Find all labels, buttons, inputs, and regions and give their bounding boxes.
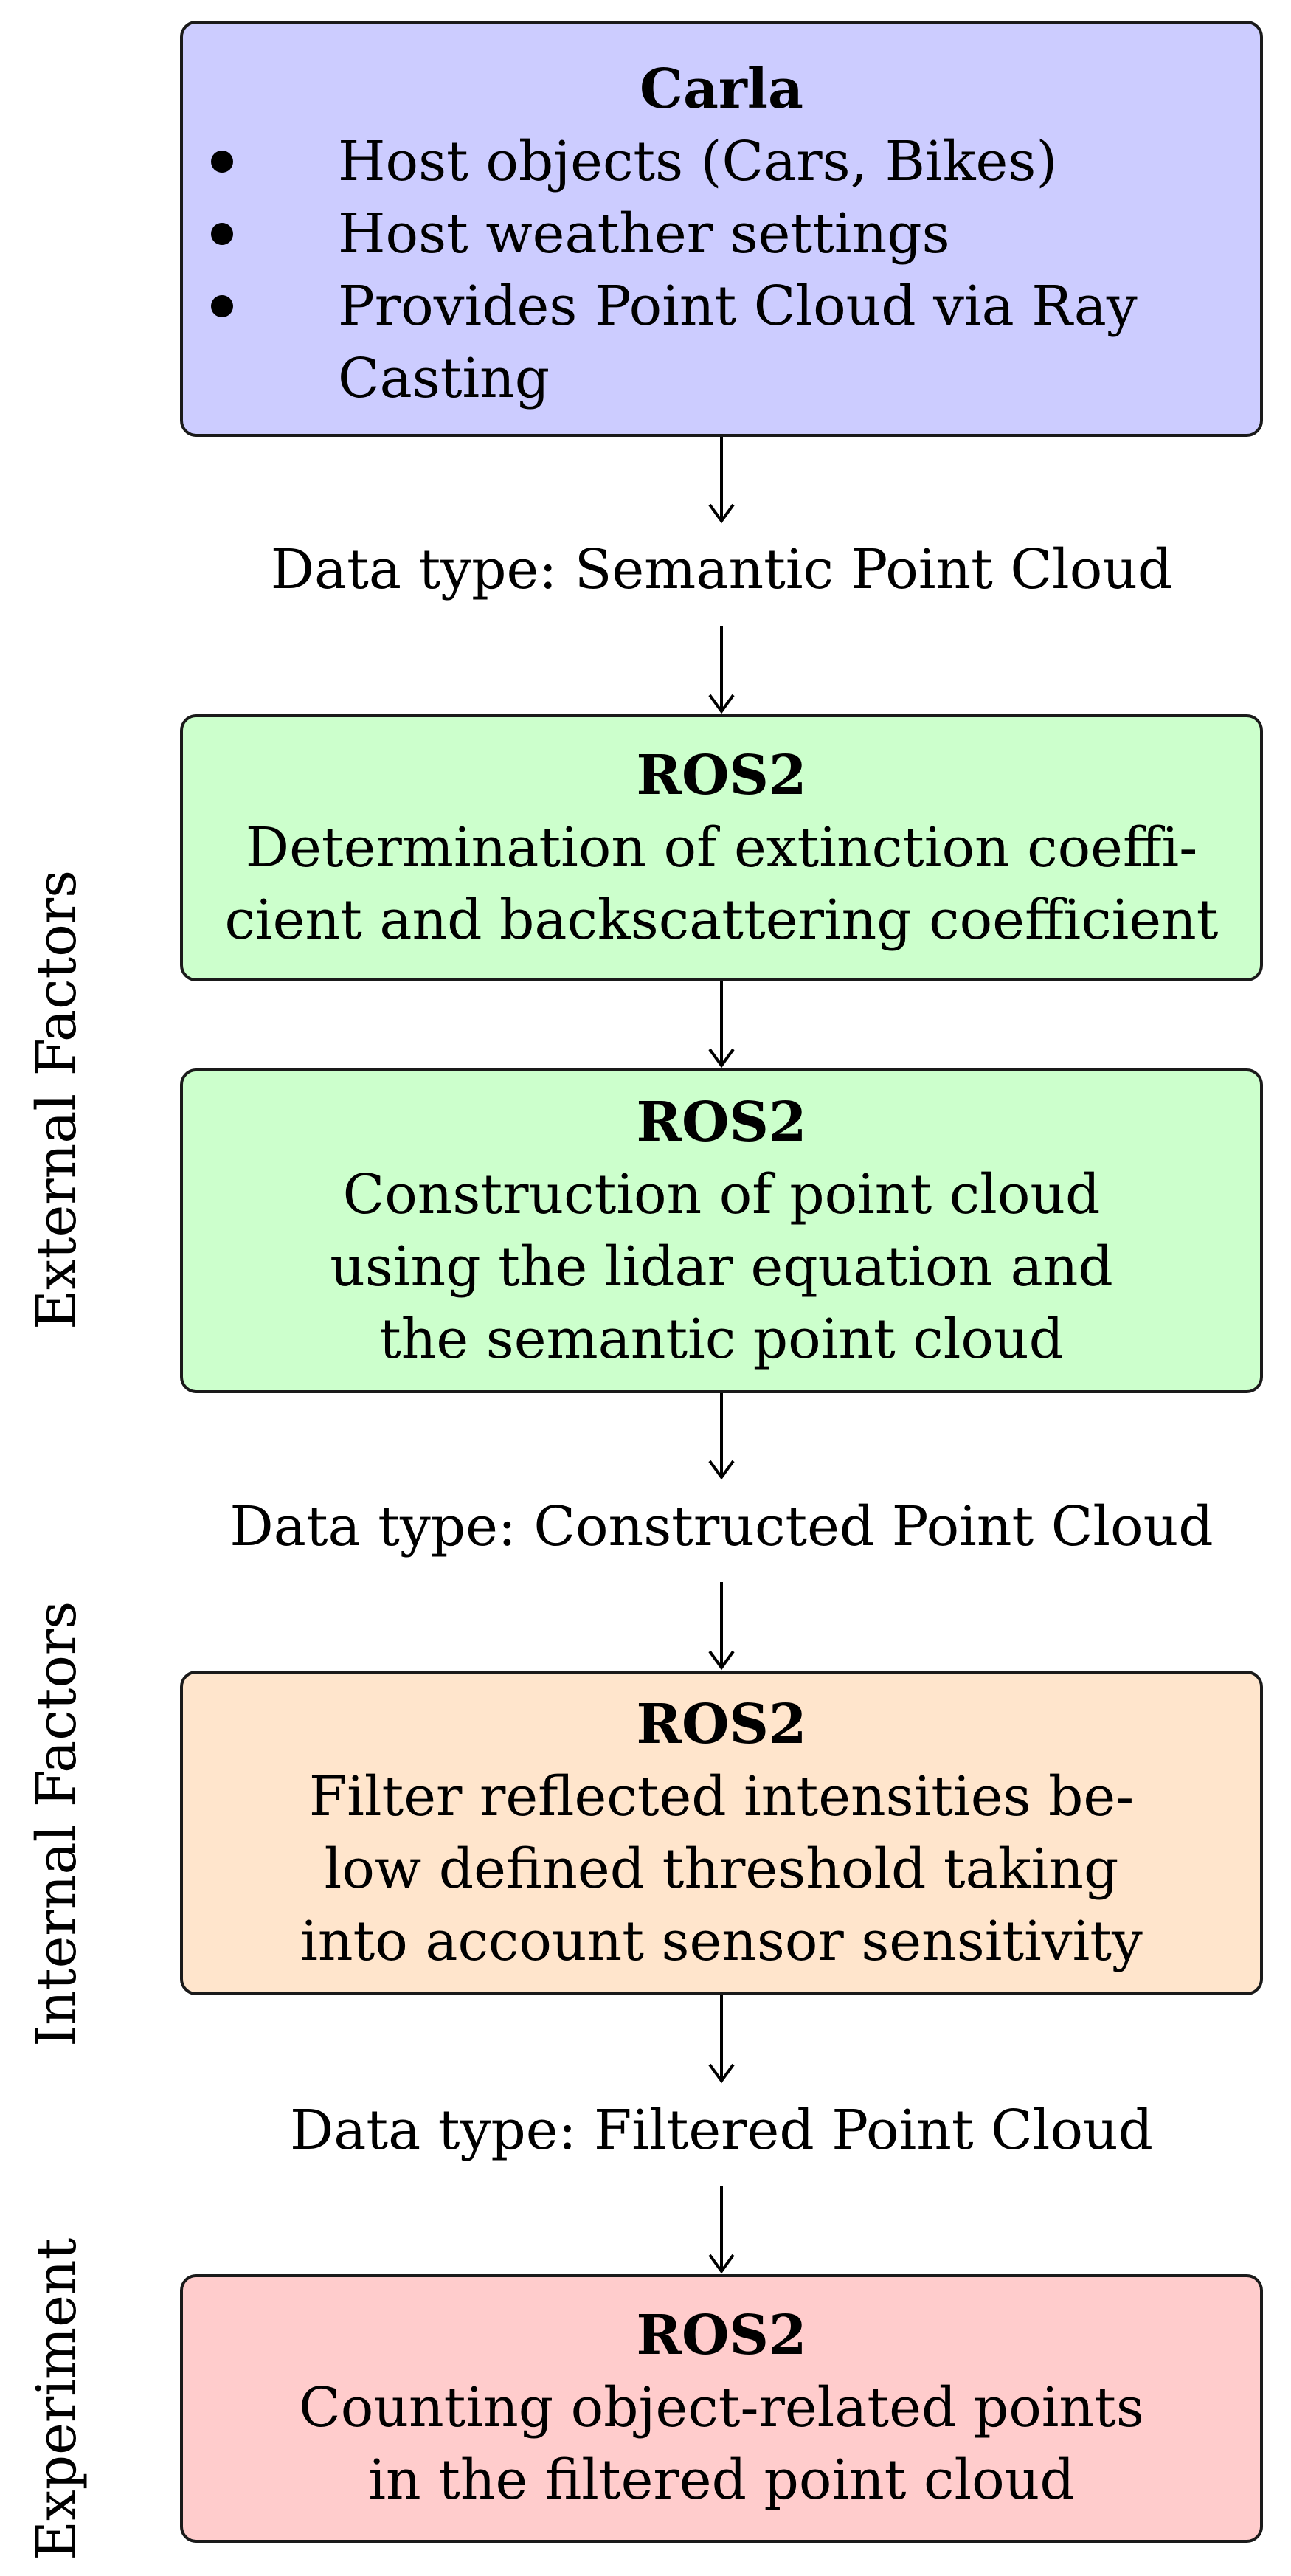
filter-body-line: into account sensor sensitivity: [300, 1910, 1143, 1973]
coefficients-body-line: Determination of extinction coeffi-: [245, 816, 1198, 880]
data-type-filtered-label: Data type: Filtered Point Cloud: [289, 2099, 1154, 2162]
filter-body-line: low defined threshold taking: [324, 1837, 1119, 1901]
carla-bullet-item: Provides Point Cloud via Ray Casting: [183, 270, 1260, 415]
construction-body-line: using the lidar equation and: [330, 1235, 1113, 1299]
filter-body-line: Filter reflected intensities be-: [308, 1765, 1135, 1829]
coefficients-body-line: cient and backscattering coefficient: [224, 888, 1219, 952]
carla-title: Carla: [640, 58, 803, 121]
bullet-icon: [211, 151, 233, 173]
bullet-icon: [211, 223, 233, 245]
side-label-experiment: Experiment: [25, 2237, 89, 2561]
counting-box: ROS2 Counting object-related points in t…: [180, 2274, 1263, 2543]
construction-box: ROS2 Construction of point cloud using t…: [180, 1068, 1263, 1393]
carla-bullet-list: Host objects (Cars, Bikes) Host weather …: [183, 125, 1260, 415]
counting-body-line: Counting object-related points: [299, 2376, 1144, 2439]
side-label-internal-factors: Internal Factors: [25, 1600, 89, 2047]
construction-body-line: Construction of point cloud: [342, 1163, 1101, 1226]
filter-title: ROS2: [636, 1693, 807, 1756]
data-type-semantic-label: Data type: Semantic Point Cloud: [270, 538, 1173, 601]
coefficients-box: ROS2 Determination of extinction coeffi-…: [180, 714, 1263, 981]
side-label-external-factors: External Factors: [25, 869, 89, 1330]
carla-box: Carla Host objects (Cars, Bikes) Host we…: [180, 21, 1263, 437]
data-type-constructed-label: Data type: Constructed Point Cloud: [229, 1495, 1214, 1558]
construction-body-line: the semantic point cloud: [379, 1308, 1064, 1371]
carla-bullet-item: Host weather settings: [183, 198, 1260, 270]
filter-box: ROS2 Filter reflected intensities be- lo…: [180, 1671, 1263, 1995]
coefficients-title: ROS2: [636, 744, 807, 807]
construction-title: ROS2: [636, 1091, 807, 1154]
bullet-icon: [211, 295, 233, 317]
counting-title: ROS2: [636, 2304, 807, 2367]
counting-body-line: in the filtered point cloud: [368, 2448, 1075, 2512]
carla-bullet-item: Host objects (Cars, Bikes): [183, 125, 1260, 198]
